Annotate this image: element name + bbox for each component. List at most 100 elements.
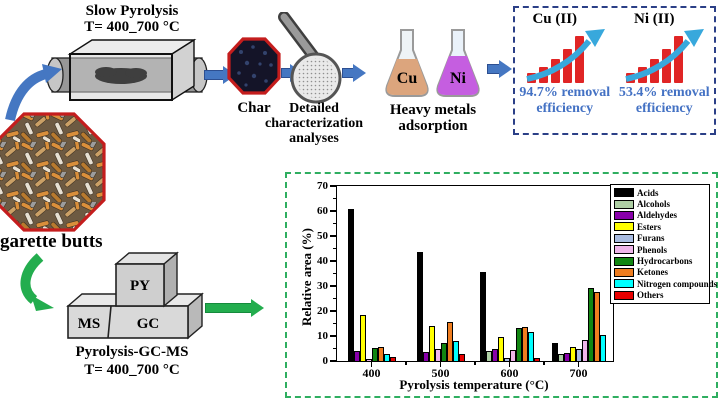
y-tick-major <box>330 360 336 362</box>
legend-label: Hydrocarbons <box>637 256 693 267</box>
legend-swatch <box>614 199 634 209</box>
bar-acids <box>347 208 354 361</box>
legend-label: Nitrogen compounds <box>637 278 718 289</box>
legend-item: Alcohols <box>614 198 709 209</box>
gcms-caption-line2: T= 400_700 °C <box>84 362 180 378</box>
x-tick-label: 400 <box>362 366 381 380</box>
bar-ketones <box>446 322 453 361</box>
legend-swatch <box>614 290 634 300</box>
bar-acids <box>416 252 423 361</box>
x-tick-major <box>577 362 580 367</box>
char-label: Char <box>237 100 271 116</box>
bar-acids <box>551 342 558 361</box>
ni-flask-graphic: Ni <box>436 29 480 97</box>
bar-others <box>389 356 396 361</box>
bar-esters <box>428 325 435 361</box>
bar-acids <box>479 271 486 361</box>
bar-phenols <box>509 349 516 361</box>
furnace-graphic <box>46 38 208 102</box>
legend-label: Acids <box>637 187 659 198</box>
gcms-caption-line1: Pyrolysis-GC-MS <box>75 344 189 360</box>
bar-nitrogen-compounds <box>452 341 459 361</box>
bar-others <box>533 357 540 361</box>
bar-alcohols <box>557 354 564 361</box>
removal-efficiency-panel: Cu (II) 94.7% removal efficiency Ni (II) <box>513 6 716 135</box>
x-tick-label: 600 <box>500 366 519 380</box>
bar-group-700 <box>551 287 606 361</box>
slow-pyrolysis-title-line1: Slow Pyrolysis <box>85 3 179 19</box>
mini-bar <box>574 36 584 83</box>
bar-ketones <box>377 347 384 361</box>
y-tick-minor <box>333 272 336 275</box>
bar-phenols <box>434 348 441 361</box>
cu-removal-line1: 94.7% removal <box>519 85 611 100</box>
instrument-py-label: PY <box>130 278 150 294</box>
adsorption-to-removal-arrow-icon <box>487 64 500 74</box>
legend-label: Others <box>637 290 664 301</box>
legend-label: Furans <box>637 233 665 244</box>
x-tick-label: 700 <box>569 366 588 380</box>
cu-trend-chart <box>523 27 607 85</box>
bar-nitrogen-compounds <box>383 353 390 361</box>
legend-item: Others <box>614 290 709 301</box>
bar-ketones <box>521 327 528 361</box>
cu-flask-graphic: Cu <box>385 29 429 97</box>
cu-ii-title: Cu (II) <box>532 11 578 27</box>
x-tick-minor <box>405 362 407 365</box>
magnifier-icon <box>278 12 342 104</box>
y-tick-minor <box>333 222 336 225</box>
x-tick-major <box>508 362 511 367</box>
y-tick-minor <box>333 197 336 200</box>
cu-removal-line2: efficiency <box>536 101 594 116</box>
bar-phenols <box>365 358 372 361</box>
bar-aldehydes <box>563 353 570 361</box>
bar-hydrocarbons <box>440 342 447 361</box>
bar-others <box>458 353 465 361</box>
legend-item: Aldehydes <box>614 210 709 221</box>
y-tick-label: 40 <box>317 255 328 267</box>
bar-aldehydes <box>422 351 429 361</box>
legend-swatch <box>614 245 634 255</box>
legend-item: Ketones <box>614 267 709 278</box>
legend-item: Phenols <box>614 244 709 255</box>
instrument-ms-label: MS <box>78 316 101 332</box>
y-tick-label: 0 <box>322 355 329 367</box>
characterization-label: Detailed characterization analyses <box>265 101 363 146</box>
cu-flask-label: Cu <box>397 70 418 87</box>
mini-bar <box>562 49 572 83</box>
y-tick-major <box>330 310 336 312</box>
ni-removal-text: 53.4% removal efficiency <box>619 85 710 117</box>
char-texture <box>237 45 273 87</box>
bar-phenols <box>581 339 588 361</box>
bar-alcohols <box>485 350 492 361</box>
bar-hydrocarbons <box>587 287 594 361</box>
y-tick-label: 20 <box>317 305 328 317</box>
legend-swatch <box>614 279 634 289</box>
cu-up-trend-arrow-icon <box>526 29 605 82</box>
legend-label: Phenols <box>637 244 668 255</box>
cu-removal-text: 94.7% removal efficiency <box>519 85 610 117</box>
furnace-to-char-arrow-icon <box>204 70 224 80</box>
bar-furans <box>575 348 582 361</box>
ni-flask-label: Ni <box>450 70 467 87</box>
legend-label: Aldehydes <box>637 210 678 221</box>
y-tick-label: 30 <box>317 280 328 292</box>
bar-hydrocarbons <box>371 347 378 361</box>
x-tick-major <box>439 362 442 367</box>
instrument-gc-label: GC <box>137 316 160 332</box>
bar-esters <box>569 346 576 361</box>
bar-ketones <box>593 291 600 361</box>
cu-removal-section: Cu (II) 94.7% removal efficiency <box>517 8 613 133</box>
legend-item: Hydrocarbons <box>614 255 709 266</box>
bar-aldehydes <box>353 350 360 361</box>
char-to-analysis-arrow-icon <box>281 68 291 78</box>
legend-item: Acids <box>614 187 709 198</box>
y-tick-major <box>330 210 336 212</box>
y-tick-major <box>330 335 336 337</box>
legend-label: Esters <box>637 221 661 232</box>
x-tick-label: 500 <box>431 366 450 380</box>
ni-removal-section: Ni (II) 53.4% removal efficiency <box>616 8 712 133</box>
legend-item: Nitrogen compounds <box>614 278 717 289</box>
